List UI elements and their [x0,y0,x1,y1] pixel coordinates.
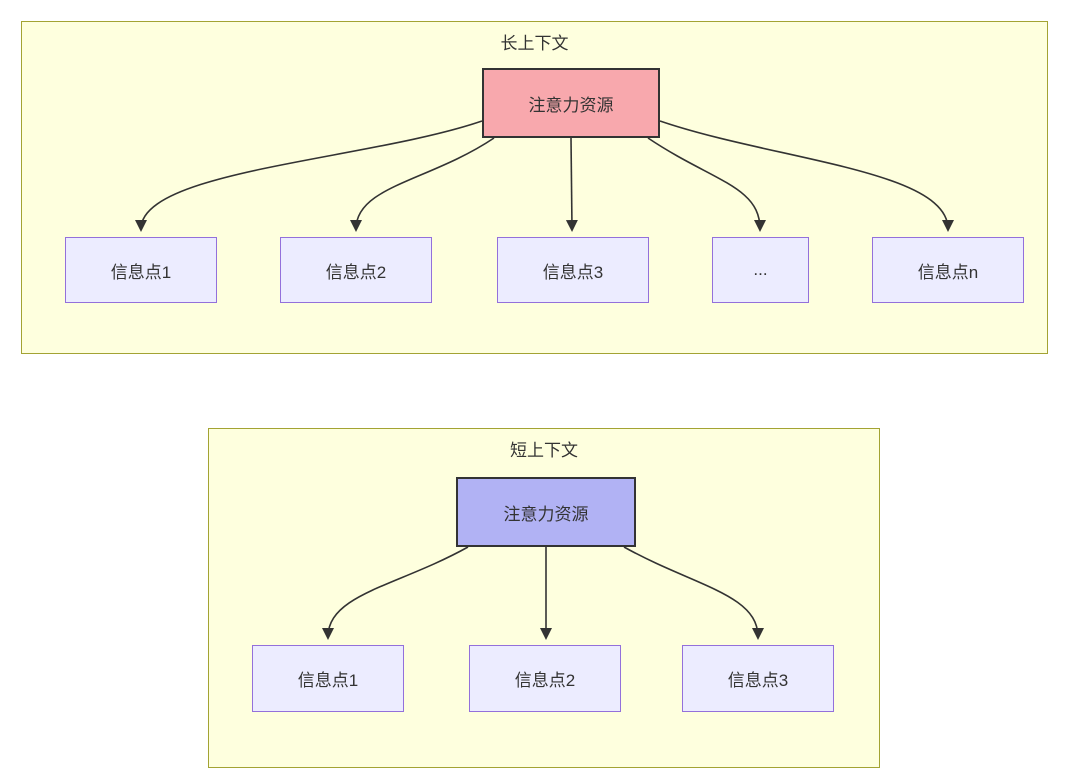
long-context-title: 长上下文 [500,34,569,53]
short-attention-node: 注意力资源 [456,477,636,547]
long-info-node-ellipsis: ... [712,237,809,303]
short-context-title: 短上下文 [510,441,578,460]
short-info-node-3: 信息点3 [682,645,834,712]
short-info-node-2: 信息点2 [469,645,621,712]
short-info-node-1: 信息点1 [252,645,404,712]
long-attention-node: 注意力资源 [482,68,660,138]
long-info-node-2: 信息点2 [280,237,432,303]
long-info-node-1: 信息点1 [65,237,217,303]
long-info-node-3: 信息点3 [497,237,649,303]
long-info-node-n: 信息点n [872,237,1024,303]
